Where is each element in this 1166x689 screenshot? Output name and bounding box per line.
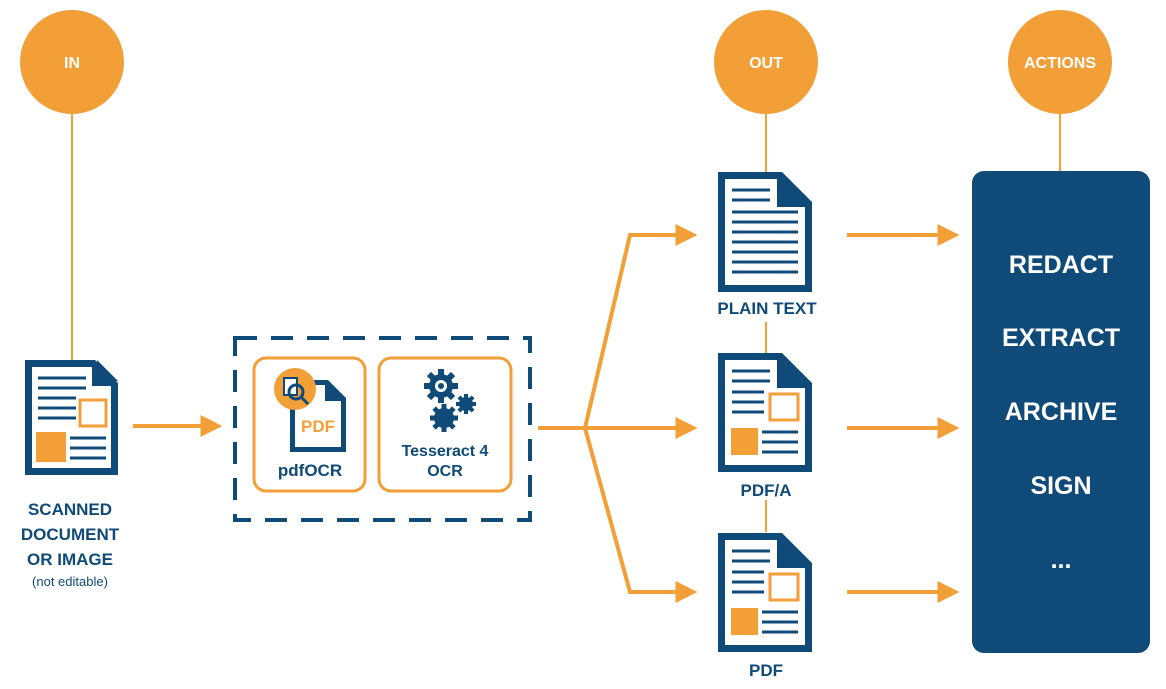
output-pdfa-label: PDF/A <box>741 481 792 500</box>
actions-circle-label: ACTIONS <box>1024 55 1096 72</box>
actions-panel <box>972 171 1150 653</box>
action-more: ... <box>1051 546 1072 574</box>
input-label-line1: SCANNED <box>28 500 112 519</box>
in-circle-label: IN <box>64 55 80 72</box>
input-note: (not editable) <box>32 574 108 589</box>
tesseract-card: Tesseract 4 OCR <box>377 356 513 493</box>
pdf-magnifier-icon <box>274 368 346 452</box>
out-circle: OUT <box>714 10 818 114</box>
tesseract-label-line2: OCR <box>427 463 463 480</box>
action-extract: EXTRACT <box>1002 324 1120 352</box>
action-sign: SIGN <box>1030 472 1091 500</box>
action-arrows <box>847 224 960 603</box>
tesseract-label-line1: Tesseract 4 <box>402 443 489 460</box>
pdfa-document-icon <box>718 353 812 472</box>
action-archive: ARCHIVE <box>1005 398 1118 426</box>
pdfocr-badge-text: PDF <box>301 417 335 436</box>
input-label: SCANNED DOCUMENT OR IMAGE (not editable) <box>21 500 120 589</box>
input-label-line3: OR IMAGE <box>27 550 113 569</box>
processing-box <box>233 336 532 522</box>
branch-arrows <box>538 224 698 603</box>
action-redact: REDACT <box>1009 251 1113 279</box>
pdfocr-label: pdfOCR <box>278 461 342 480</box>
output-plain-text-label: PLAIN TEXT <box>717 299 817 318</box>
in-circle: IN <box>20 10 124 114</box>
pdfocr-card: PDF pdfOCR <box>252 356 367 493</box>
input-label-line2: DOCUMENT <box>21 525 120 544</box>
gears-icon <box>424 369 476 432</box>
out-circle-label: OUT <box>749 55 783 72</box>
document-image-icon <box>25 360 118 475</box>
text-document-icon <box>718 172 812 292</box>
actions-circle: ACTIONS <box>1008 10 1112 114</box>
output-pdf-label: PDF <box>749 661 783 680</box>
pdf-document-icon <box>718 533 812 652</box>
